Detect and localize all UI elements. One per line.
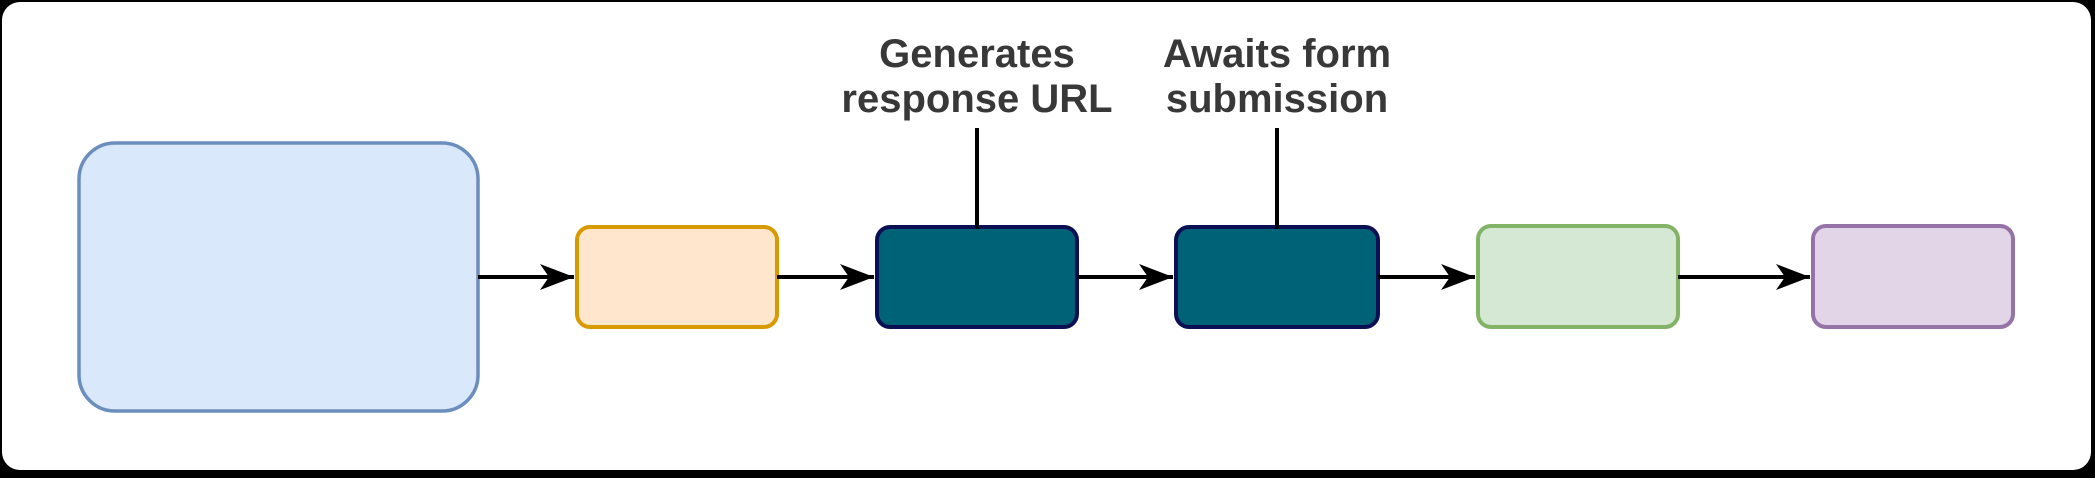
orange-step-node [575,225,779,329]
start-node [77,141,480,413]
green-step-node [1476,224,1680,329]
await-form-submission-node [1174,225,1380,329]
purple-step-node [1811,224,2015,329]
annotation-generates-response-url: Generates response URL [841,32,1113,121]
annotation-awaits-form-submission: Awaits form submission [1162,32,1392,121]
generate-response-url-node [875,225,1079,329]
